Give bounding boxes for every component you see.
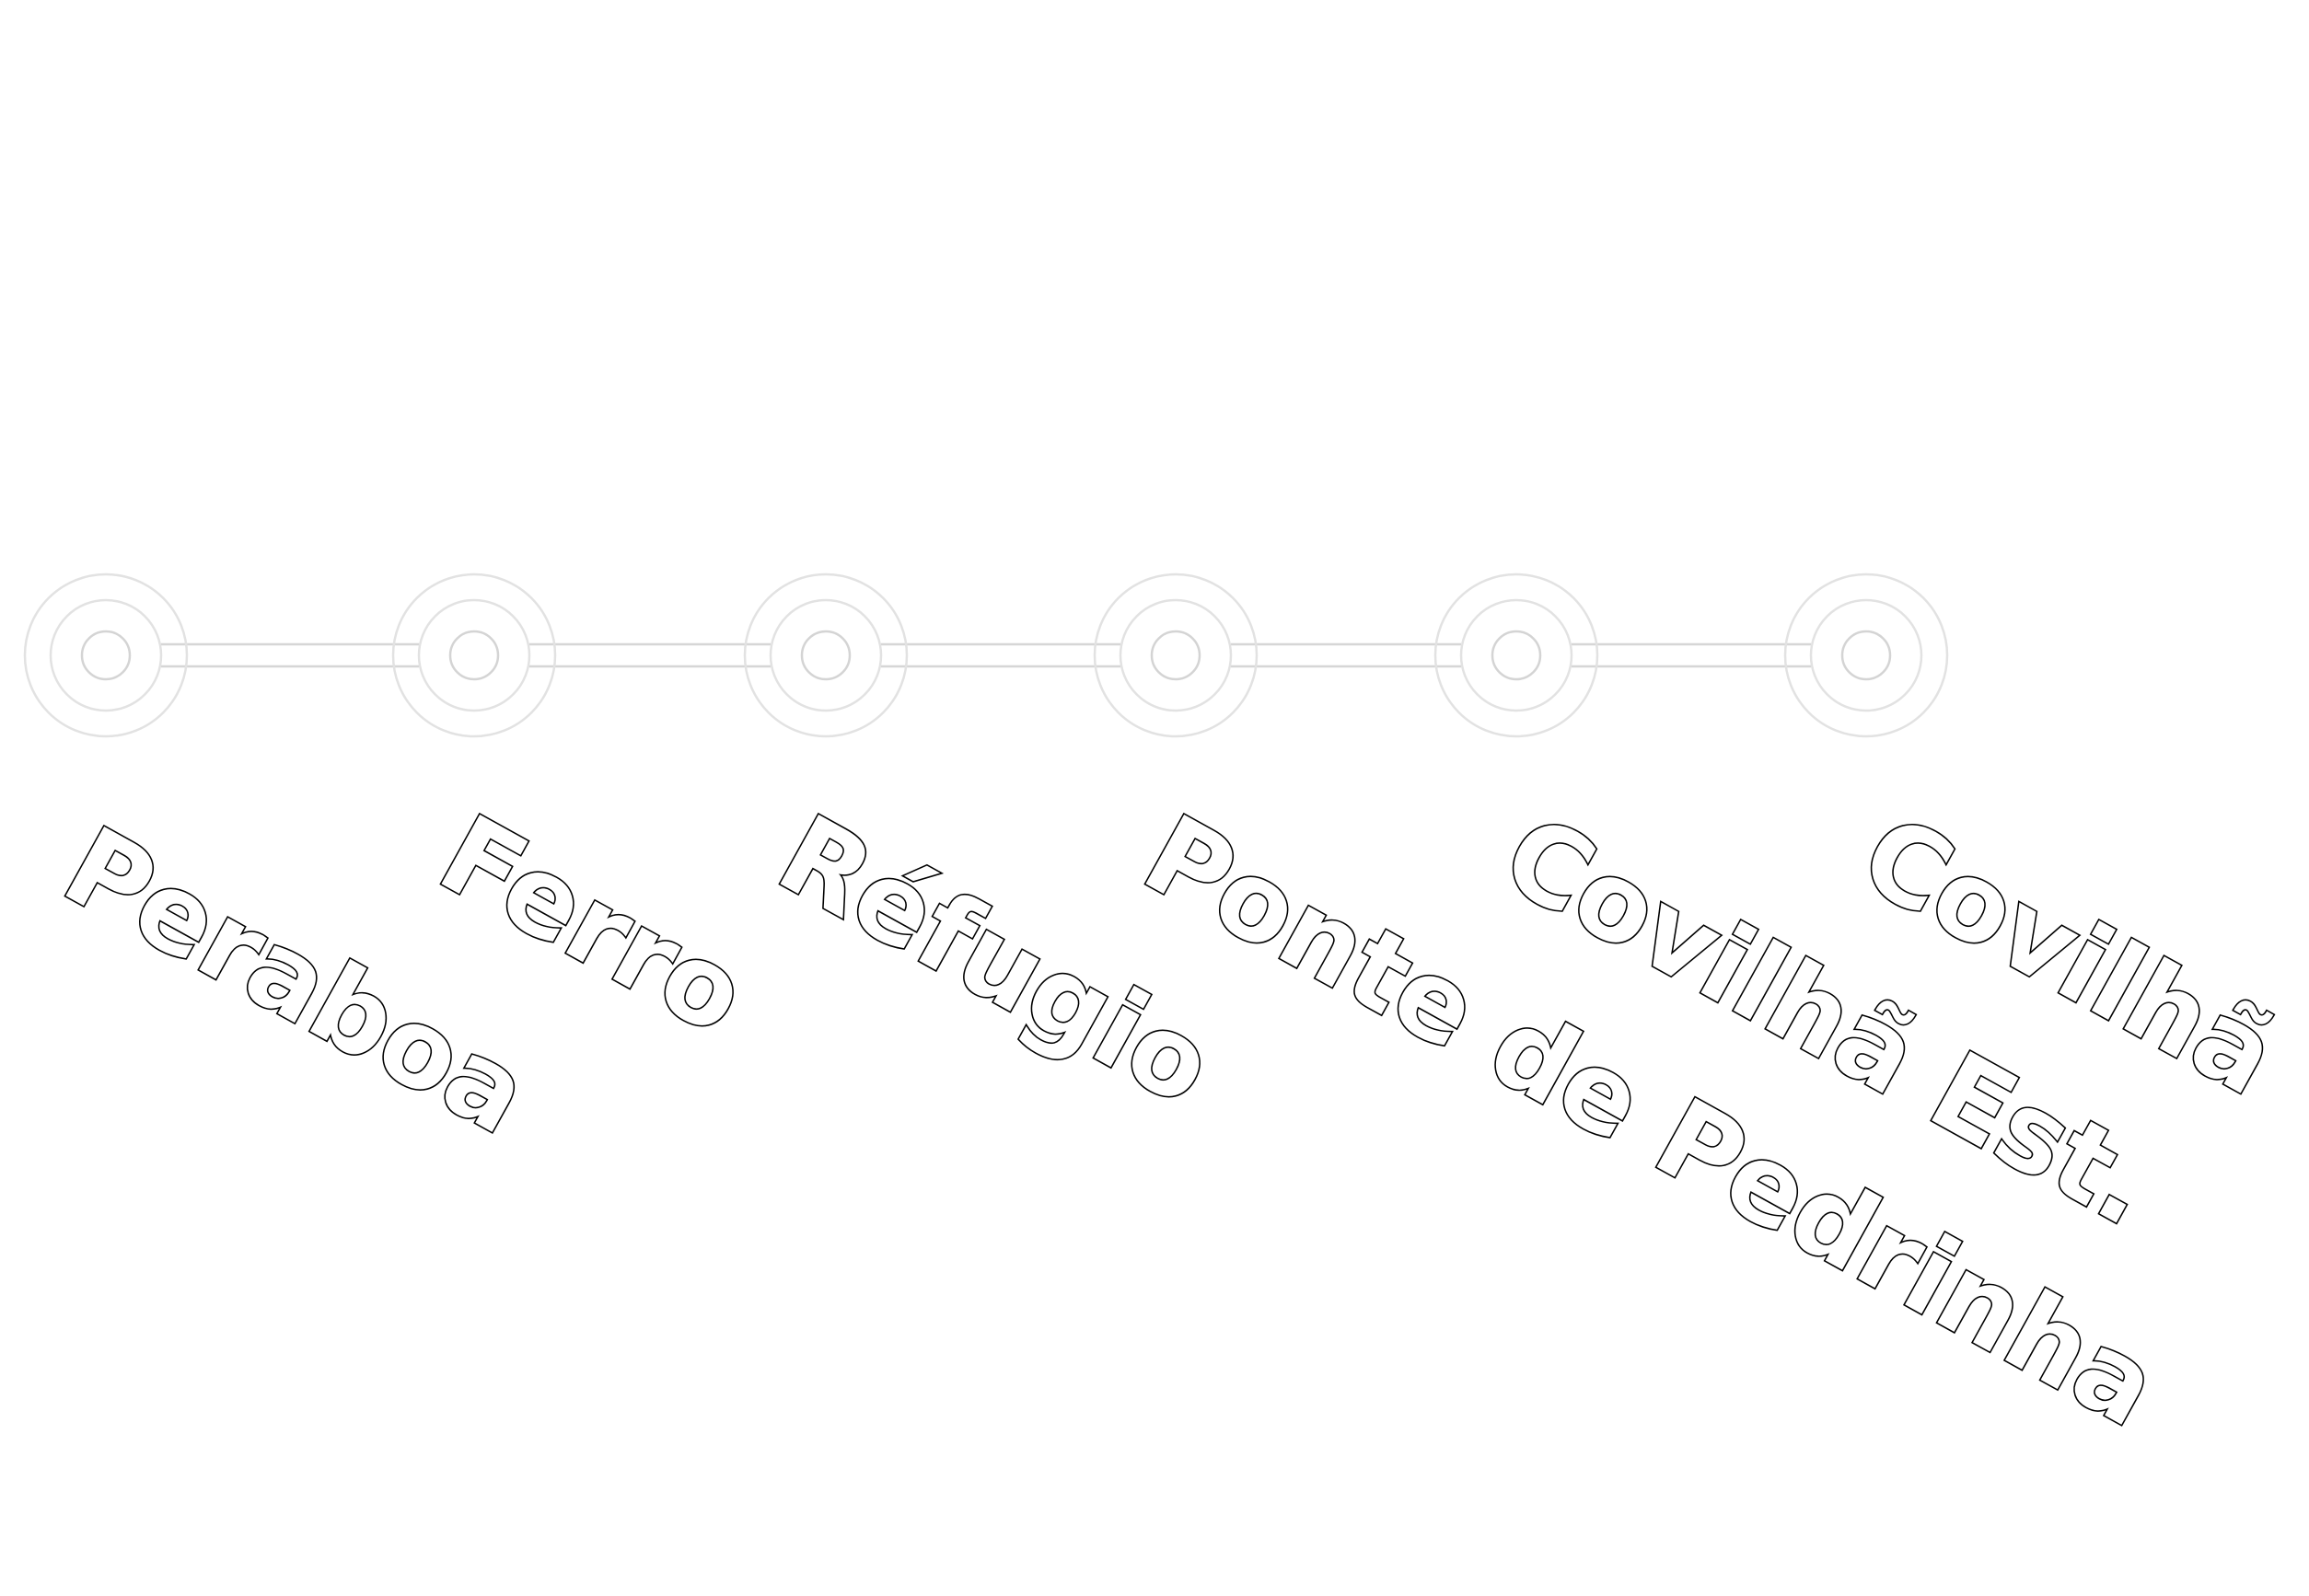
track-segments (161, 642, 1811, 668)
station-ring (49, 598, 163, 712)
track-segment (161, 644, 419, 666)
station-marker (1093, 572, 1259, 738)
station-ring (1433, 572, 1599, 738)
station-ring (1119, 598, 1233, 712)
station-ring (743, 572, 909, 738)
station-ring (448, 630, 500, 681)
station-marker (23, 572, 189, 738)
track-segment (881, 644, 1120, 666)
station-marker (391, 572, 557, 738)
station-ring (391, 572, 557, 738)
station-ring (1150, 630, 1201, 681)
station-marker (1433, 572, 1599, 738)
station-ring (1840, 630, 1892, 681)
station-markers (23, 572, 1949, 738)
station-ring (1809, 598, 1923, 712)
station-marker (1783, 572, 1949, 738)
station-ring (417, 598, 531, 712)
station-labels: Peraboa Ferro Réfugio Ponte de Pedrinha … (43, 789, 2299, 1452)
station-marker (743, 572, 909, 738)
station-ring (1093, 572, 1259, 738)
station-ring (1491, 630, 1542, 681)
station-ring (80, 630, 132, 681)
track-segment (1231, 644, 1461, 666)
station-ring (800, 630, 852, 681)
station-ring (23, 572, 189, 738)
station-ring (769, 598, 883, 712)
station-ring (1783, 572, 1949, 738)
track-segment (529, 644, 771, 666)
station-ring (1459, 598, 1573, 712)
track-segment (1572, 644, 1811, 666)
